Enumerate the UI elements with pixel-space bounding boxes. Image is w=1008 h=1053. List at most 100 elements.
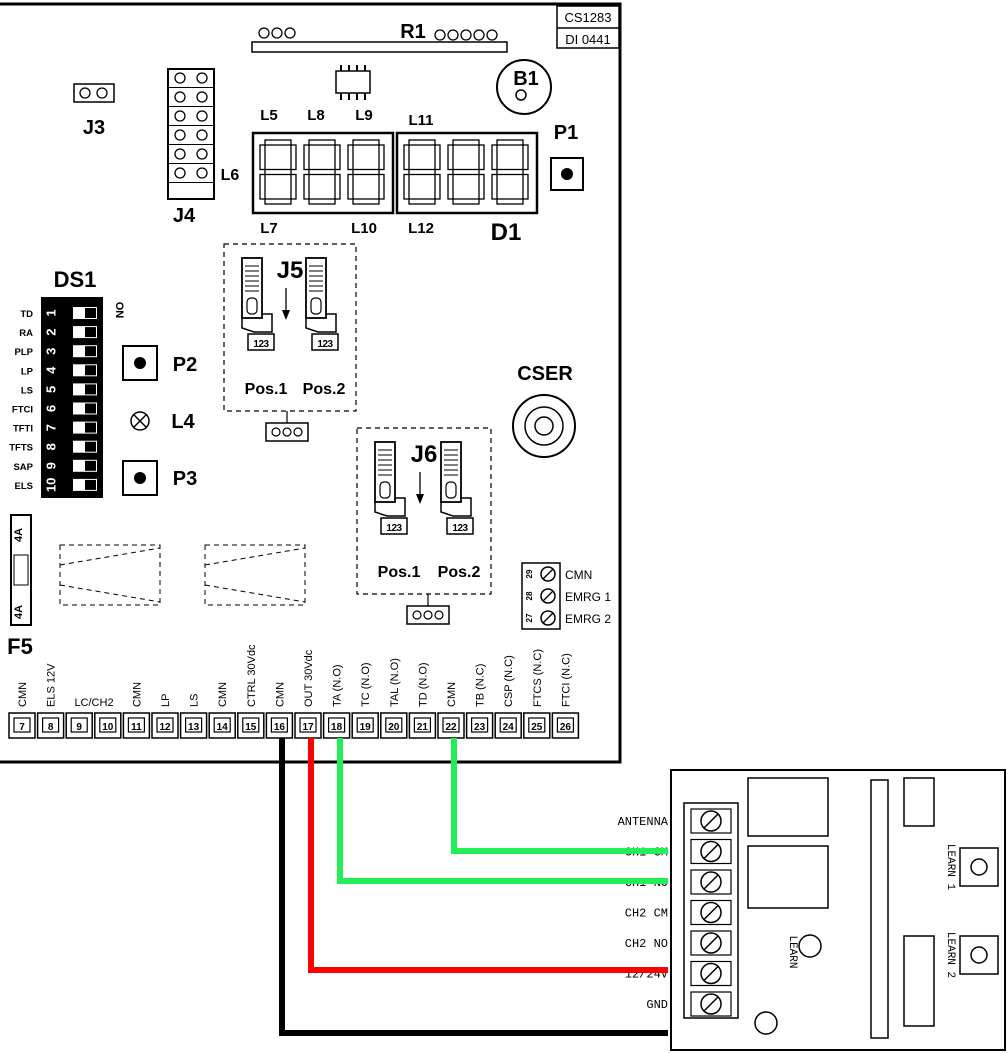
p3-label: P3 [173,468,197,490]
terminal-number-7: 7 [19,722,25,733]
dip-number-1: 1 [43,309,58,316]
ds1-on-label: ON [113,302,125,319]
dip-number-3: 3 [43,348,58,355]
dip-label-10: ELS [15,481,33,492]
jumper-pin-numbers: 123 [452,523,468,534]
terminal-label-8: ELS 12V [46,663,58,707]
relay-outlines [59,544,306,606]
fuse-rating-top: 4A [13,528,25,542]
dip-number-2: 2 [43,328,58,335]
learn1-label: LEARN 1 [944,844,956,891]
dip-label-2: RA [19,328,33,339]
terminal-number-10: 10 [102,722,114,733]
terminal-number-21: 21 [417,722,429,733]
dip-number-5: 5 [43,386,58,393]
dip-number-8: 8 [43,443,58,450]
dip-label-9: SAP [13,462,33,473]
wire-cmn-to-gnd [279,738,668,1036]
cser-connector: CSER [512,363,576,458]
d1-label: D1 [491,219,522,246]
board-code: CS1283 [565,10,612,25]
learn-led [798,934,822,958]
terminal-number-15: 15 [245,722,257,733]
f5-fuse-holder: 4A 4A F5 [7,514,33,659]
board-revision: DI 0441 [565,32,611,47]
emrg-terminal-label-28: EMRG 1 [565,590,611,604]
terminal-label-22: CMN [446,682,458,707]
terminal-number-12: 12 [159,722,171,733]
terminal-number-14: 14 [217,722,229,733]
terminal-number-18: 18 [331,722,343,733]
p1-label: P1 [554,122,578,144]
terminal-label-25: FTCS (N.C) [532,649,544,707]
learn1-button[interactable] [959,847,999,887]
dip-label-1: TD [20,309,33,320]
terminal-number-26: 26 [560,722,572,733]
terminal-number-17: 17 [302,722,314,733]
receiver-terminal-ch2-cm: CH2 CM [625,907,668,921]
r1-connector: R1 [251,21,508,53]
r1-label: R1 [400,21,426,43]
l9-label: L9 [355,107,373,124]
d1-display [251,131,539,215]
dip-number-6: 6 [43,405,58,412]
dip-label-6: FTCI [12,405,33,416]
f5-label: F5 [7,634,33,659]
p1-button[interactable]: P1 [550,122,584,191]
terminal-label-7: CMN [17,682,29,707]
dip-label-7: TFTI [13,424,33,435]
terminal-number-9: 9 [76,722,82,733]
j4-jumper-block: J4 L6 [167,68,240,227]
l12-label: L12 [408,220,434,237]
l10-label: L10 [351,220,377,237]
wire-cmn-to-ch1-cm [451,738,668,854]
terminal-number-22: 22 [445,722,457,733]
p3-button[interactable]: P3 [122,460,197,496]
learn-label: LEARN [786,935,798,968]
wire-ta-n-o--to-ch1-no [337,738,668,884]
terminal-number-24: 24 [503,722,515,733]
emrg-terminal-number-27: 27 [525,613,534,622]
emrg-terminal-number-29: 29 [525,569,534,578]
dip-number-4: 4 [43,366,58,374]
terminal-number-13: 13 [188,722,200,733]
terminal-label-20: TAL (N.O) [389,658,401,707]
terminal-number-20: 20 [388,722,400,733]
p2-button[interactable]: P2 [122,345,197,381]
fuse-rating-bottom: 4A [13,605,25,619]
terminal-label-23: TB (N.C) [475,664,487,707]
learn2-button[interactable] [959,935,999,975]
emrg-terminal-number-28: 28 [525,591,534,600]
terminal-label-13: LS [189,694,201,707]
dip-label-8: TFTS [9,443,33,454]
terminal-label-24: CSP (N.C) [503,655,515,707]
receiver-led [754,1011,778,1035]
receiver-terminal-antenna: ANTENNA [618,815,669,829]
j4-label: J4 [173,205,196,227]
j5-label: J5 [277,257,304,284]
terminal-label-17: OUT 30Vdc [303,649,315,707]
jumper-pin-numbers: 123 [253,339,269,350]
wire-out-30vdc-to-12-24v [308,738,668,973]
pos1-label: Pos.1 [245,381,288,398]
terminal-label-12: LP [160,694,172,707]
terminal-number-11: 11 [131,722,142,733]
terminal-label-15: CTRL 30Vdc [246,644,258,707]
l11-label: L11 [408,112,433,129]
receiver-terminal-gnd: GND [646,998,668,1012]
l8-label: L8 [307,107,325,124]
pos2-label: Pos.2 [438,564,481,581]
l7-label: L7 [260,220,278,237]
p2-label: P2 [173,354,197,376]
dip-label-3: PLP [15,347,34,358]
j6-label: J6 [411,441,438,468]
dip-number-7: 7 [43,424,58,431]
pos1-label: Pos.1 [378,564,421,581]
board-code-box: CS1283 DI 0441 [556,5,620,49]
l6-label: L6 [221,167,240,184]
terminal-number-19: 19 [360,722,372,733]
